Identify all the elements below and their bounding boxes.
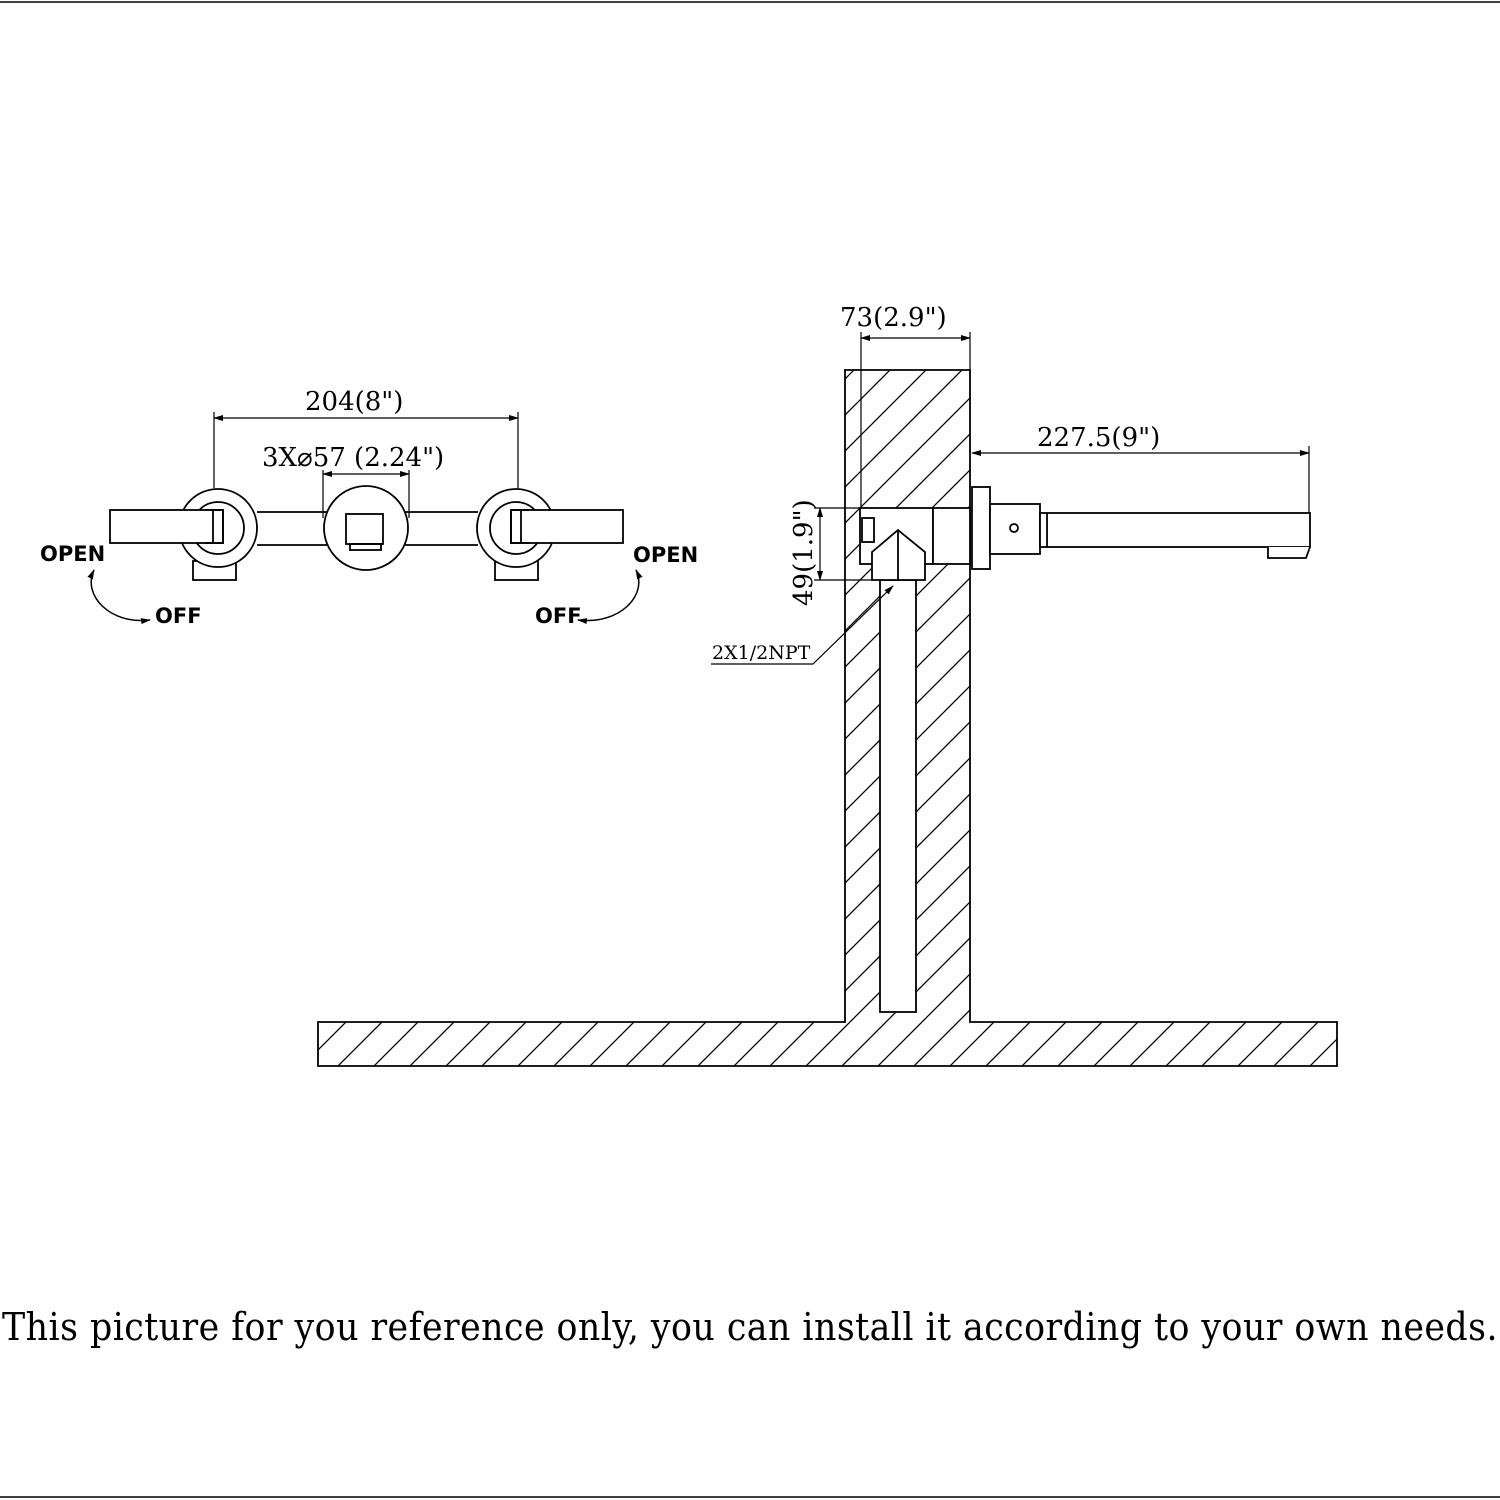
spout-flange xyxy=(971,486,991,570)
wall-and-floor-section xyxy=(317,369,1338,1067)
spout-tip xyxy=(1267,546,1311,559)
inlet-npt-label: 2X1/2NPT xyxy=(712,642,811,664)
center-spout-plate xyxy=(323,485,409,571)
spout-body xyxy=(1039,512,1311,548)
dim-plate-diameter-label: 3X⌀57 (2.24") xyxy=(262,443,444,473)
left-off-label: OFF xyxy=(155,604,202,628)
set-screw-icon xyxy=(1009,523,1019,533)
dim-body-height-label: 49(1.9") xyxy=(789,499,819,606)
valve-outlet-stub xyxy=(932,507,971,565)
left-open-label: OPEN xyxy=(40,542,105,566)
right-lever-handle xyxy=(510,509,624,544)
left-rotation-arrow-icon xyxy=(87,569,151,625)
right-off-label: OFF xyxy=(535,604,582,628)
front-view xyxy=(87,412,643,625)
dim-wall-depth-label: 73(2.9") xyxy=(840,303,947,333)
left-lever-handle xyxy=(109,509,224,544)
left-handle-assembly xyxy=(109,488,258,581)
right-handle-assembly xyxy=(476,488,624,581)
right-open-label: OPEN xyxy=(633,543,698,567)
dim-spout-reach-label: 227.5(9") xyxy=(1037,423,1160,453)
right-rotation-arrow-icon xyxy=(577,569,643,625)
valve-cartridge xyxy=(861,517,875,543)
supply-pipe xyxy=(879,579,917,1013)
valve-body xyxy=(859,507,971,581)
inlet-leader xyxy=(711,585,894,665)
left-lever-hub xyxy=(205,509,224,544)
spout-outlet-lip xyxy=(349,543,382,551)
dim-overall-width-label: 204(8") xyxy=(305,387,403,417)
reference-caption: This picture for you reference only, you… xyxy=(2,1305,1498,1349)
center-escutcheon-plate xyxy=(323,485,409,571)
right-lever-hub xyxy=(510,509,529,544)
side-view xyxy=(317,332,1338,1067)
spout-assembly xyxy=(971,486,1311,570)
